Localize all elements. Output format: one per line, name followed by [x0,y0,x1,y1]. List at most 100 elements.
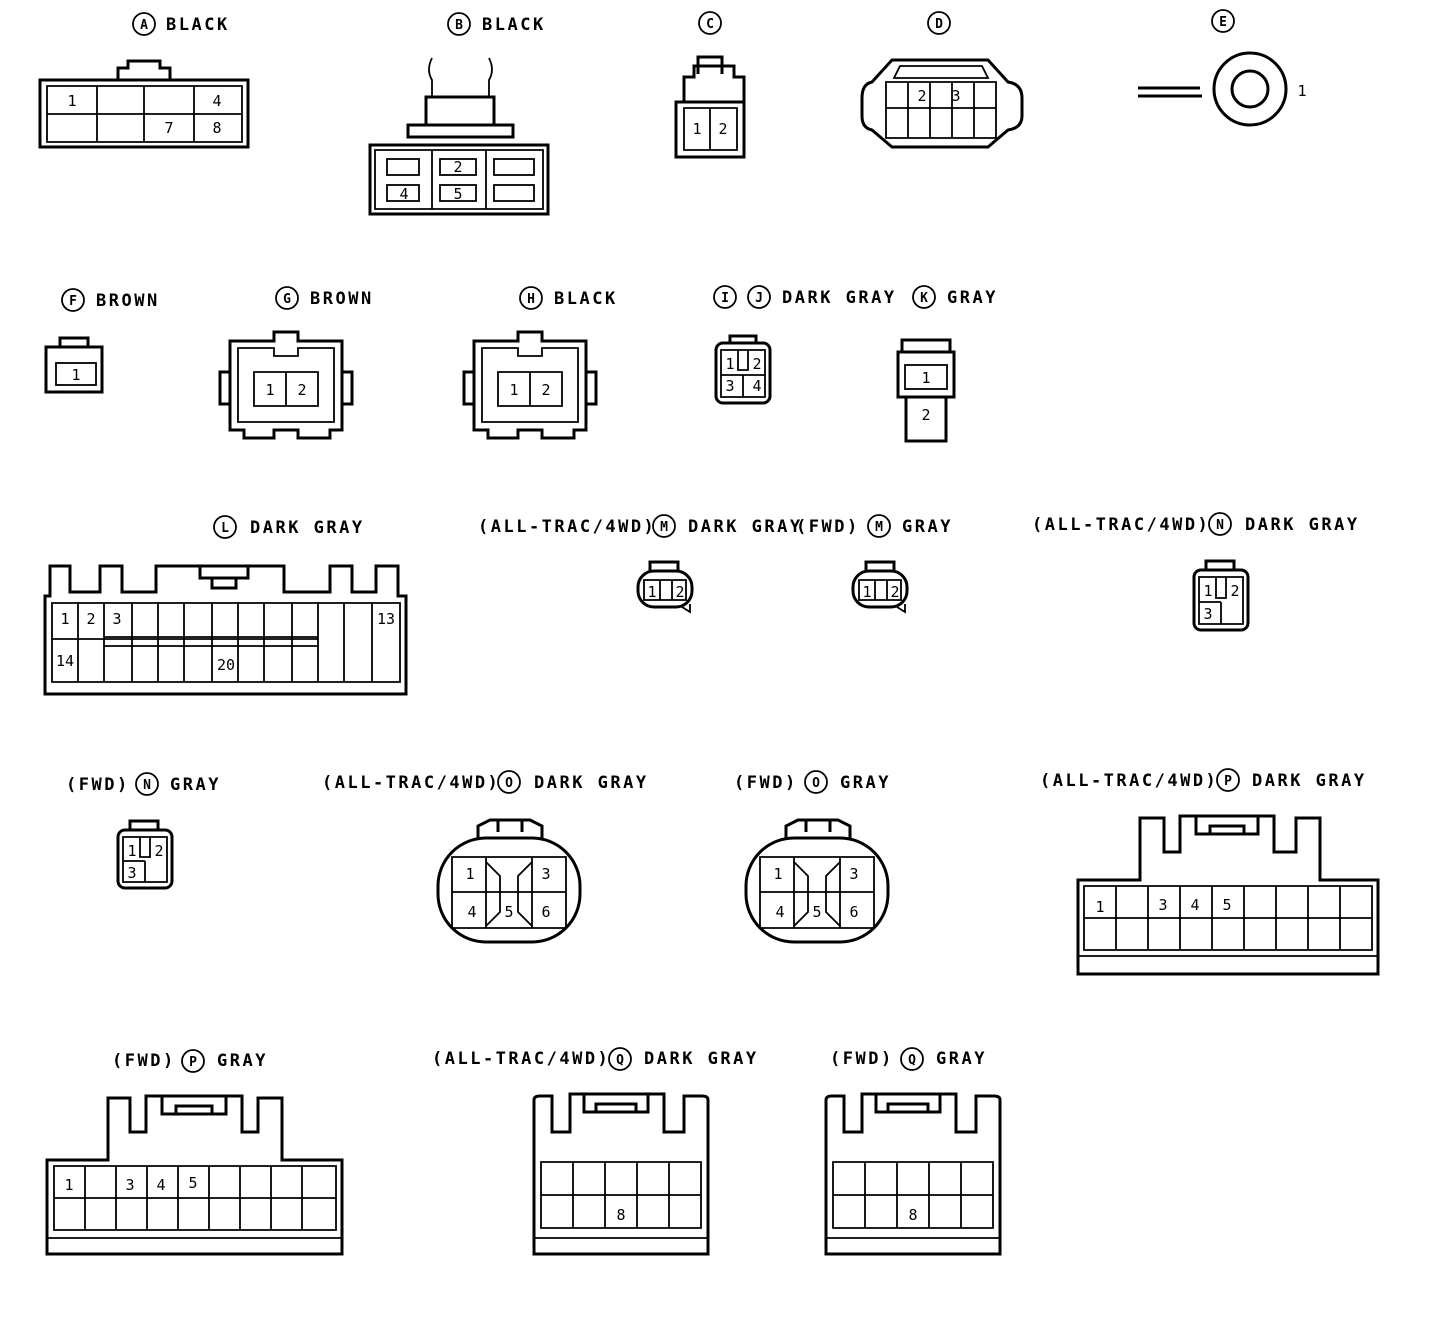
connector-b-color: BLACK [482,15,546,35]
connector-p-alltrac-pin-5: 5 [1222,896,1231,914]
connector-g-pin-2: 2 [297,381,306,399]
connector-p-fwd-pin-5: 5 [188,1174,197,1192]
connector-b-pin-2: 2 [453,158,462,176]
connector-ij-pin-1: 1 [725,355,734,373]
connector-q-fwd-color: GRAY [936,1049,987,1069]
connector-p-alltrac-letter-badge [1216,768,1240,792]
connector-k: K GRAY 1 2 [896,285,998,443]
connector-c-pin-2: 2 [718,120,727,138]
connector-a-letter: A [140,18,148,33]
connector-n-fwd-color: GRAY [170,775,221,795]
connector-ij-pin-4: 4 [752,377,761,395]
connector-m-alltrac-variant: (ALL-TRAC/4WD) [478,517,656,537]
connector-d-pin-2: 2 [917,87,926,105]
connector-n-fwd: (FWD) N GRAY 1 2 3 [66,772,221,890]
connector-q-alltrac-letter: Q [616,1053,624,1068]
connector-l: L DARK GRAY 1 2 3 13 14 20 [43,515,408,696]
connector-f-letter: F [69,294,77,309]
connector-q-alltrac-letter-badge [608,1047,632,1071]
connector-j-letter: J [755,291,763,306]
connector-o-alltrac-pin-1: 1 [465,865,474,883]
connector-n-alltrac-color: DARK GRAY [1245,515,1360,535]
connector-a-letter-badge [132,12,156,36]
connector-n-alltrac-letter: N [1216,518,1224,533]
connector-o-fwd-pin-6: 6 [849,903,858,921]
connector-p-fwd: (FWD) P GRAY 1 3 4 5 [45,1049,344,1256]
connector-f: F BROWN 1 [44,288,157,394]
connector-b-letter: B [455,18,463,33]
connector-b-pin-5: 5 [453,185,462,203]
connector-c-letter-badge [698,11,722,35]
connector-h-letter-badge [519,286,543,310]
connector-m-alltrac-pin-1: 1 [647,583,656,601]
connector-l-color: DARK GRAY [250,518,365,538]
connector-e: E 1 [1138,9,1307,127]
connector-ij-pin-3: 3 [725,377,734,395]
connector-m-alltrac-pin-2: 2 [675,583,684,601]
connector-ij-pin-2: 2 [752,355,761,373]
connector-o-alltrac-pin-5: 5 [504,903,513,921]
connector-q-alltrac-variant: (ALL-TRAC/4WD) [432,1049,610,1069]
connector-o-fwd-variant: (FWD) [734,773,798,793]
connector-b: B BLACK 2 4 5 [368,12,550,216]
connector-o-alltrac-pin-4: 4 [467,903,476,921]
connector-k-pin-1: 1 [921,369,930,387]
connector-f-letter-badge [61,288,85,312]
connector-f-pin-1: 1 [71,366,80,384]
connector-m-fwd-color: GRAY [902,517,953,537]
connector-m-alltrac-letter: M [660,520,668,535]
connector-n-alltrac-letter-badge [1208,512,1232,536]
connector-q-fwd-pin-8: 8 [908,1206,917,1224]
connector-h-pin-1: 1 [509,381,518,399]
connector-n-alltrac-pin-2: 2 [1230,582,1239,600]
connector-n-fwd-pin-2: 2 [154,842,163,860]
connector-o-fwd-pin-5: 5 [812,903,821,921]
connector-e-pin-1: 1 [1297,82,1306,100]
connector-o-fwd-letter: O [812,776,820,791]
connector-g: G BROWN 1 2 [218,286,374,440]
connector-o-alltrac-color: DARK GRAY [534,773,649,793]
connector-o-fwd-pin-4: 4 [775,903,784,921]
connector-q-fwd-letter: Q [908,1053,916,1068]
connector-e-letter-badge [1211,9,1235,33]
connector-o-fwd-letter-badge [804,770,828,794]
connector-p-fwd-pin-3: 3 [125,1176,134,1194]
connector-ij: I J DARK GRAY 1 2 3 4 [713,285,894,405]
connector-q-fwd-letter-badge [900,1047,924,1071]
connector-a-pin-7: 7 [164,119,173,137]
connector-m-fwd-pin-2: 2 [890,583,899,601]
connector-l-letter: L [221,521,229,536]
connector-n-fwd-letter: N [143,778,151,793]
connector-l-pin-13: 13 [377,610,395,628]
connector-o-alltrac: (ALL-TRAC/4WD) O DARK GRAY 1 3 4 5 6 [322,770,649,944]
connector-g-color: BROWN [310,289,374,309]
connector-o-alltrac-letter-badge [497,770,521,794]
connector-p-alltrac: (ALL-TRAC/4WD) P DARK GRAY 1 3 4 5 [1040,768,1380,976]
connector-k-pin-2: 2 [921,406,930,424]
connector-d-pin-3: 3 [951,87,960,105]
connector-k-color: GRAY [947,288,998,308]
connector-q-alltrac: (ALL-TRAC/4WD) Q DARK GRAY 8 [432,1047,756,1256]
connector-h: H BLACK 1 2 [462,286,615,440]
connector-o-fwd: (FWD) O GRAY 1 3 4 5 6 [734,770,890,944]
connector-m-fwd-letter-badge [867,514,891,538]
connector-p-alltrac-pin-4: 4 [1190,896,1199,914]
connector-l-pin-20: 20 [217,656,235,674]
connector-d: D 2 3 [860,11,1024,149]
connector-a-color: BLACK [166,15,230,35]
connector-p-fwd-letter-badge [181,1049,205,1073]
connector-o-fwd-pin-1: 1 [773,865,782,883]
connector-b-pin-4: 4 [399,185,408,203]
connector-p-fwd-letter: P [189,1055,197,1070]
connector-o-alltrac-pin-6: 6 [541,903,550,921]
connector-p-alltrac-color: DARK GRAY [1252,771,1367,791]
connector-p-alltrac-letter: P [1224,774,1232,789]
connector-p-fwd-pin-4: 4 [156,1176,165,1194]
connector-a-pin-4: 4 [212,92,221,110]
connector-a-pin-8: 8 [212,119,221,137]
connector-l-pin-14: 14 [56,652,74,670]
connector-q-fwd-variant: (FWD) [830,1049,894,1069]
connector-m-alltrac: (ALL-TRAC/4WD) M DARK GRAY 1 2 [478,514,800,614]
connector-q-fwd: (FWD) Q GRAY 8 [824,1047,1002,1256]
connector-m-alltrac-letter-badge [652,514,676,538]
